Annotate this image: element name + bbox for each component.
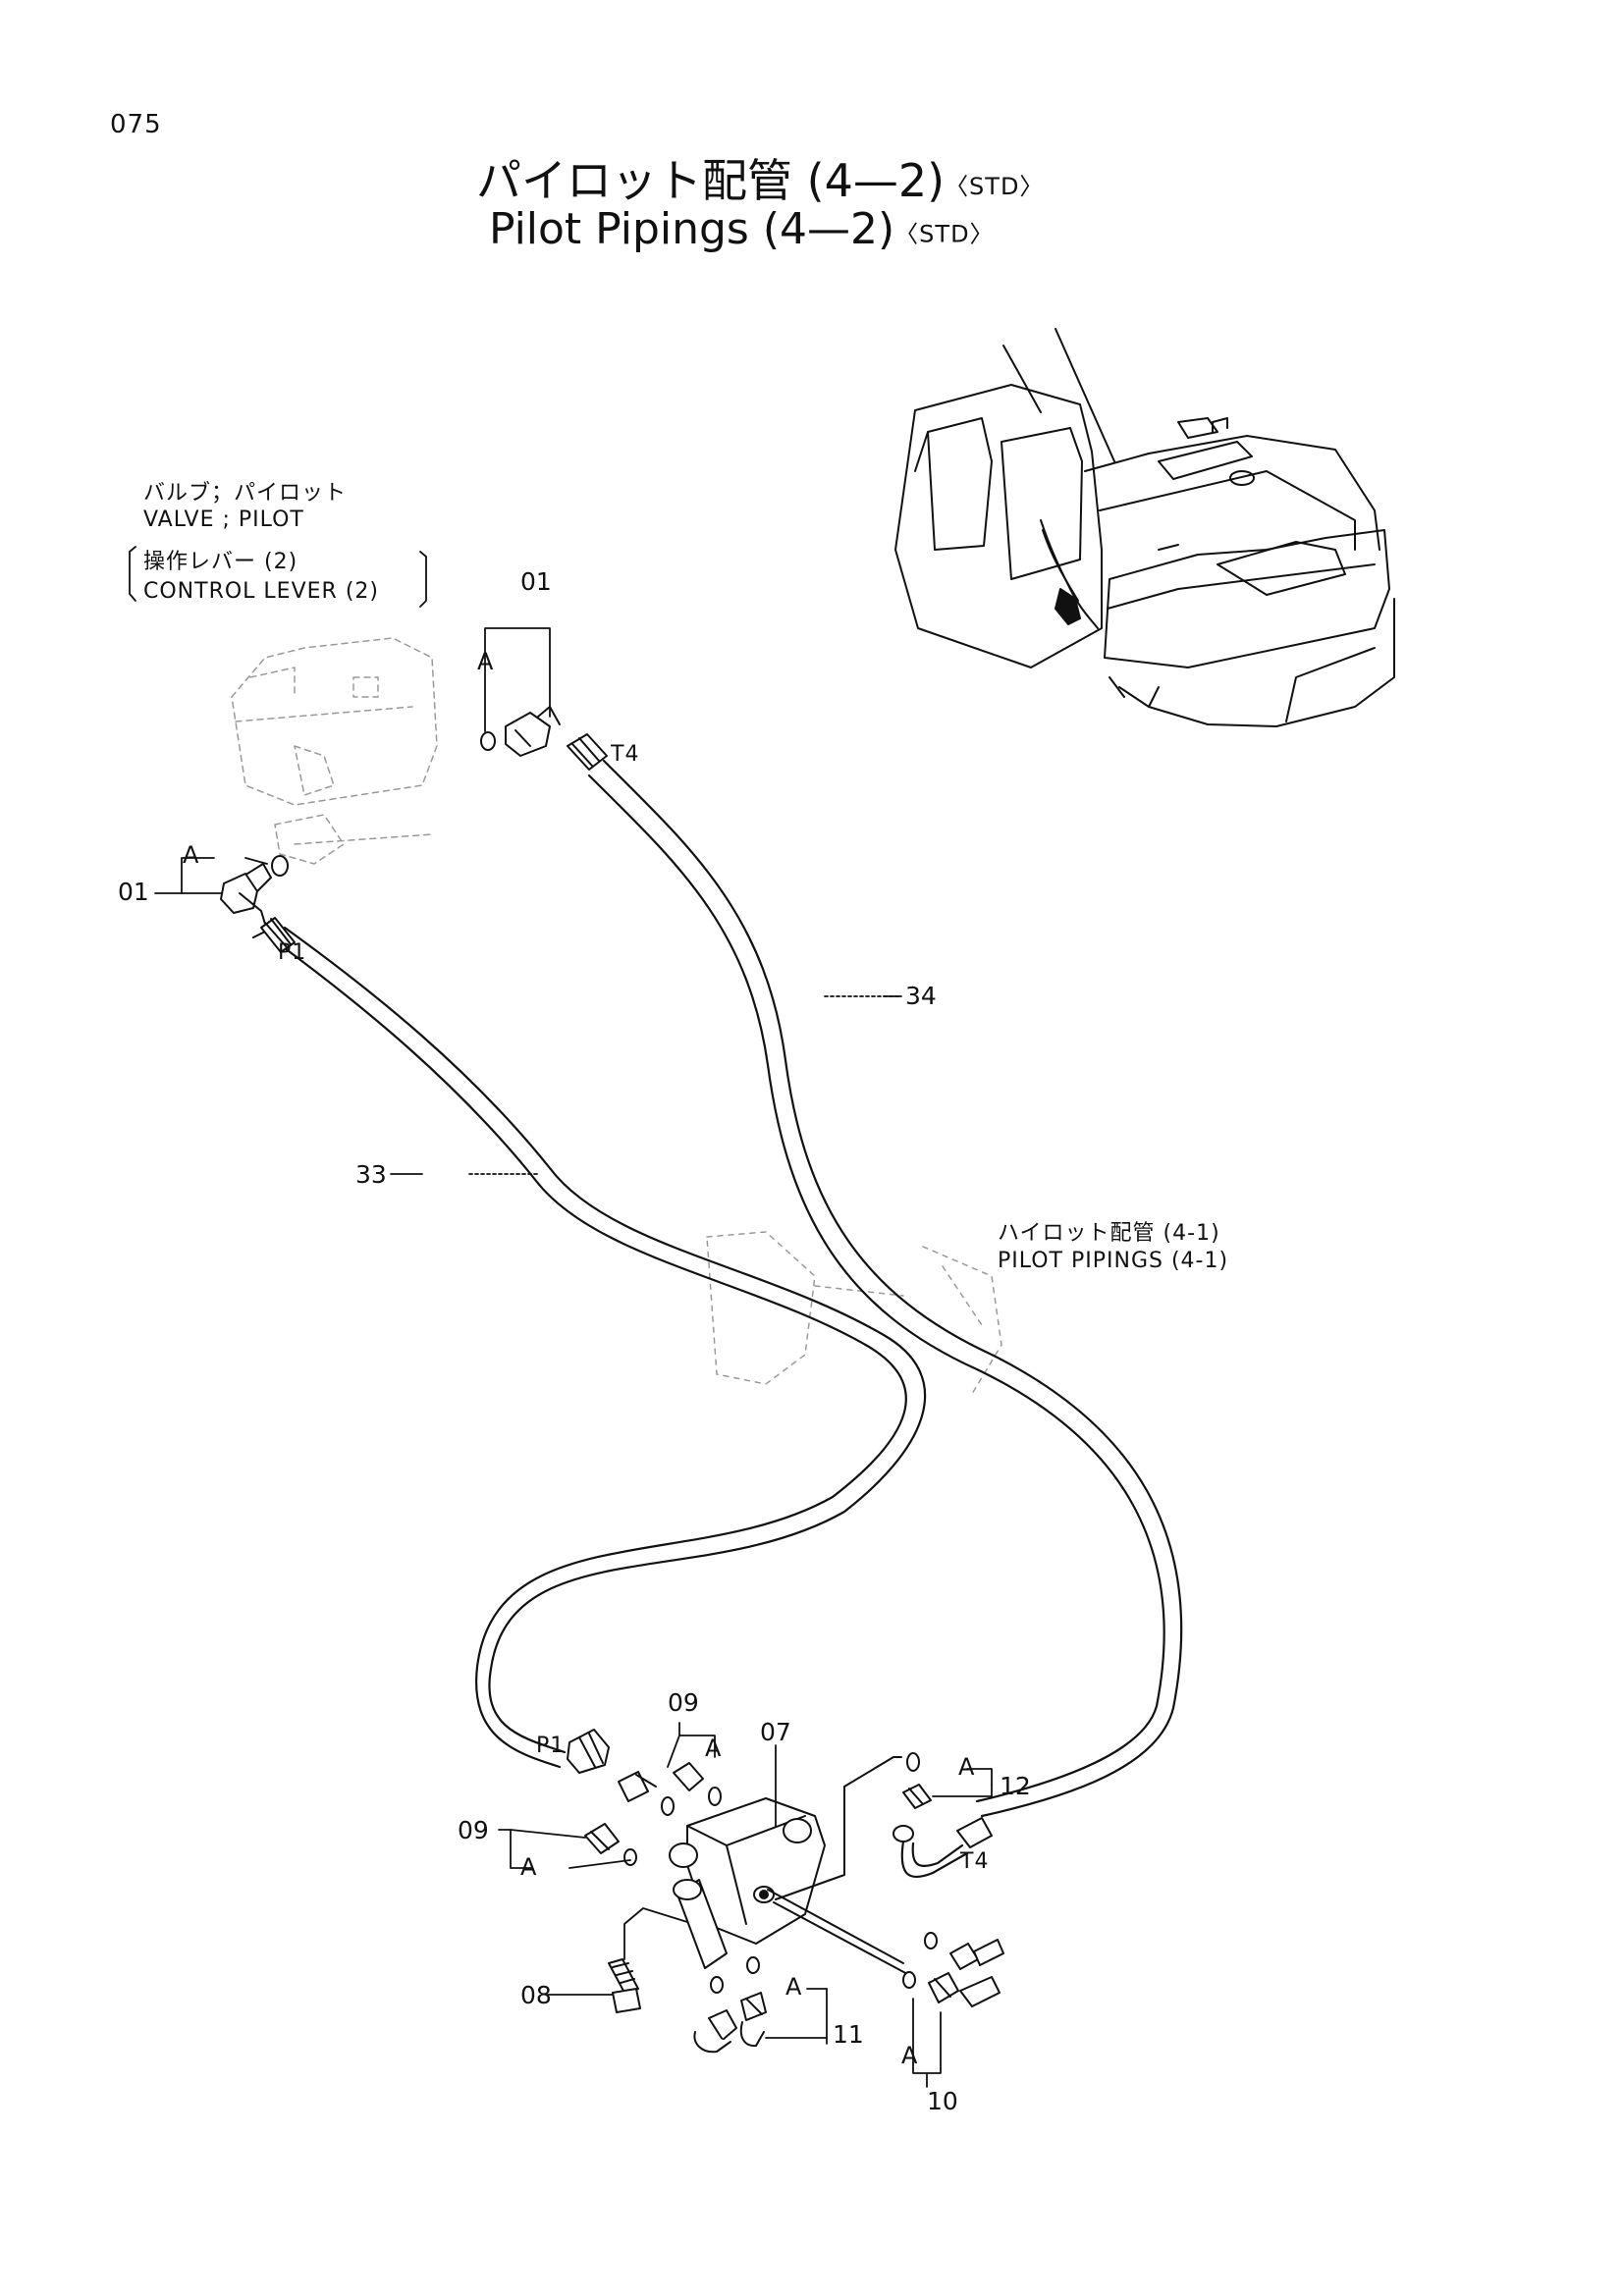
- valve-pilot-label-en: VALVE ; PILOT: [143, 507, 304, 532]
- variant-tag-en: 〈STD〉: [894, 220, 995, 248]
- title-en-text: Pilot Pipings (4—2): [489, 204, 895, 254]
- title-jp-text: パイロット配管 (4—2): [476, 154, 946, 207]
- valve-block-assembly: [567, 1729, 1004, 2054]
- marker-a-09-left: A: [520, 1853, 537, 1881]
- part-number-09-top: 09: [668, 1688, 699, 1717]
- control-lever-label-jp: 操作レバー (2): [143, 550, 298, 574]
- elbow-fitting-01-top: [480, 706, 608, 771]
- part-number-12: 12: [1000, 1772, 1031, 1800]
- excavator-overview-illustration: [894, 328, 1395, 727]
- part-number-33: 33: [355, 1160, 387, 1189]
- part-number-10: 10: [927, 2087, 958, 2115]
- pilot-pipings-ref-label-jp: ハイロット配管 (4-1): [998, 1221, 1220, 1246]
- part-number-07: 07: [760, 1718, 791, 1746]
- pilot-pipings-ref-ghost: [706, 1231, 1002, 1395]
- part-number-01-left: 01: [118, 878, 149, 906]
- part-number-11: 11: [833, 2020, 864, 2049]
- part-number-08: 08: [520, 1981, 552, 2009]
- port-label-p1-bottom: P1: [536, 1734, 566, 1758]
- leader-lines: [154, 627, 993, 2088]
- part-number-34: 34: [905, 982, 937, 1010]
- variant-tag-jp: 〈STD〉: [945, 173, 1045, 200]
- title-japanese: パイロット配管 (4—2)〈STD〉: [476, 145, 1044, 210]
- port-label-p1-top: P1: [278, 940, 307, 965]
- hose-33: [275, 926, 927, 1769]
- title-english: Pilot Pipings (4—2)〈STD〉: [489, 204, 995, 254]
- marker-a-12: A: [958, 1753, 975, 1781]
- marker-a-left: A: [183, 841, 199, 869]
- pilot-valve-ghost: [231, 637, 438, 865]
- port-label-t4-bottom: T4: [960, 1849, 990, 1874]
- hose-34: [587, 759, 1183, 1818]
- marker-a-10: A: [901, 2042, 918, 2069]
- callout-brackets: [129, 546, 427, 608]
- marker-a-11: A: [785, 1973, 802, 2001]
- page-number: 075: [110, 110, 162, 139]
- part-number-01-top: 01: [520, 567, 552, 596]
- pilot-pipings-ref-label-en: PILOT PIPINGS (4-1): [998, 1249, 1229, 1273]
- port-label-t4-top: T4: [611, 742, 640, 767]
- marker-a-09-top: A: [705, 1735, 722, 1762]
- control-lever-label-en: CONTROL LEVER (2): [143, 579, 379, 604]
- marker-a-top: A: [477, 648, 494, 675]
- part-number-09-left: 09: [458, 1816, 489, 1844]
- valve-pilot-label-jp: バルブ；パイロット: [143, 481, 348, 506]
- elbow-fitting-01-left: [220, 855, 296, 953]
